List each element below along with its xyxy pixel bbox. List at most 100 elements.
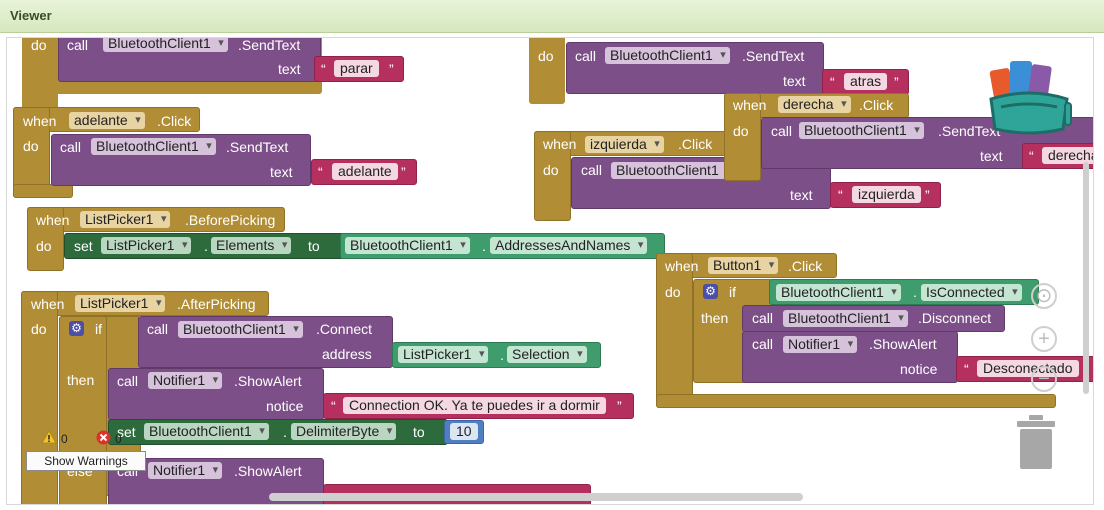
vertical-scrollbar[interactable]	[1083, 162, 1089, 394]
when-label: when	[23, 113, 57, 129]
when-label: when	[665, 258, 699, 274]
quote-open: “	[830, 74, 835, 90]
component-dropdown[interactable]: BluetoothClient1	[605, 47, 730, 64]
component-dropdown[interactable]: ListPicker1	[75, 295, 166, 312]
event-block-adelante-spine	[13, 107, 50, 198]
dot-label: .	[500, 347, 504, 363]
property-dropdown[interactable]: Selection	[507, 346, 587, 363]
mutator-gear-icon[interactable]: ⚙	[703, 284, 718, 299]
component-dropdown[interactable]: derecha	[778, 96, 851, 113]
event-label: .Click	[157, 113, 192, 129]
quote-open: “	[318, 164, 323, 180]
method-label: .ShowAlert	[234, 373, 302, 389]
event-label: .BeforePicking	[185, 212, 276, 228]
event-block-beforepicking-spine	[27, 207, 64, 271]
when-label: when	[31, 296, 65, 312]
component-dropdown[interactable]: BluetoothClient1	[91, 138, 216, 155]
show-warnings-button[interactable]: Show Warnings	[26, 451, 146, 471]
text-value[interactable]: Connection OK. Ya te puedes ir a dormir	[343, 397, 606, 414]
component-dropdown[interactable]: BluetoothClient1	[776, 284, 901, 301]
component-dropdown[interactable]: BluetoothClient1	[103, 38, 228, 52]
component-dropdown[interactable]: ListPicker1	[398, 346, 489, 363]
do-label: do	[23, 138, 39, 154]
component-dropdown[interactable]: Notifier1	[148, 372, 223, 389]
dot-label: .	[204, 238, 208, 254]
component-dropdown[interactable]: BluetoothClient1	[345, 237, 470, 254]
component-dropdown[interactable]: BluetoothClient1	[799, 122, 924, 139]
component-dropdown[interactable]: izquierda	[585, 136, 664, 153]
text-label: text	[783, 73, 806, 89]
property-dropdown[interactable]: DelimiterByte	[291, 423, 397, 440]
call-label: call	[752, 310, 774, 326]
do-label: do	[31, 321, 47, 337]
text-label: text	[278, 61, 301, 77]
quote-open: “	[838, 187, 843, 203]
quote-open: “	[331, 398, 336, 414]
when-label: when	[733, 97, 767, 113]
event-block-button1-bottom	[656, 394, 1056, 408]
if-label: if	[95, 321, 102, 337]
text-value[interactable]: atras	[844, 73, 888, 90]
method-label: .Connect	[316, 321, 373, 337]
call-label: call	[147, 321, 169, 337]
if-label: if	[729, 284, 736, 300]
text-value[interactable]: adelante	[332, 163, 398, 180]
component-dropdown[interactable]: Notifier1	[148, 462, 223, 479]
then-label: then	[67, 372, 95, 388]
mutator-gear-icon[interactable]: ⚙	[69, 321, 84, 336]
component-dropdown[interactable]: ListPicker1	[101, 237, 192, 254]
viewer-title: Viewer	[10, 8, 52, 23]
then-label: then	[701, 310, 729, 326]
horizontal-scrollbar[interactable]	[269, 493, 803, 501]
trash-icon[interactable]	[1015, 413, 1057, 471]
text-value[interactable]: Desconectado	[977, 360, 1079, 377]
call-label: call	[67, 37, 89, 53]
warning-count: 0	[61, 432, 68, 446]
when-label: when	[543, 136, 577, 152]
component-dropdown[interactable]: BluetoothClient1	[178, 321, 303, 338]
address-label: address	[322, 346, 372, 362]
event-block-adelante-bottom	[13, 184, 73, 198]
call-label: call	[60, 139, 82, 155]
number-value[interactable]: 10	[450, 423, 478, 440]
zoom-out-icon[interactable]: −	[1031, 366, 1057, 392]
component-dropdown[interactable]: Notifier1	[783, 336, 858, 353]
component-dropdown[interactable]: ListPicker1	[80, 211, 171, 228]
warning-icon	[41, 430, 57, 444]
property-dropdown[interactable]: Elements	[211, 237, 292, 254]
recenter-icon[interactable]: ⊙	[1031, 283, 1057, 309]
method-label: .SendText	[938, 123, 1001, 139]
quote-close: ”	[894, 74, 899, 90]
component-dropdown[interactable]: BluetoothClient1	[611, 162, 736, 179]
call-label: call	[575, 48, 597, 64]
blocks-workspace[interactable]: do call BluetoothClient1 .SendText text …	[6, 37, 1094, 505]
event-label: .Click	[788, 258, 823, 274]
component-dropdown[interactable]: adelante	[69, 112, 145, 129]
backpack-icon[interactable]	[983, 51, 1075, 135]
event-label: .AfterPicking	[177, 296, 256, 312]
quote-open: “	[1029, 148, 1034, 164]
method-label: .SendText	[742, 48, 805, 64]
set-label: set	[74, 238, 93, 254]
component-dropdown[interactable]: BluetoothClient1	[783, 310, 908, 327]
call-label: call	[771, 123, 793, 139]
text-value[interactable]: parar	[334, 60, 379, 77]
text-value[interactable]: izquierda	[852, 186, 921, 203]
component-dropdown[interactable]: BluetoothClient1	[144, 423, 269, 440]
text-label: text	[790, 187, 813, 203]
property-dropdown[interactable]: IsConnected	[921, 284, 1022, 301]
property-dropdown[interactable]: AddressesAndNames	[490, 237, 648, 254]
component-dropdown[interactable]: Button1	[708, 257, 779, 274]
error-icon	[96, 430, 111, 445]
event-block-atras[interactable]	[529, 38, 565, 104]
zoom-in-icon[interactable]: +	[1031, 326, 1057, 352]
error-count: 0	[115, 432, 122, 446]
do-label: do	[36, 238, 52, 254]
call-label: call	[117, 373, 139, 389]
quote-close: ”	[617, 398, 622, 414]
text-value[interactable]: derecha	[1042, 147, 1093, 164]
quote-open: “	[964, 361, 969, 377]
method-label: .Disconnect	[918, 310, 992, 326]
method-label: .ShowAlert	[869, 336, 937, 352]
event-block-button1-spine	[656, 253, 693, 408]
